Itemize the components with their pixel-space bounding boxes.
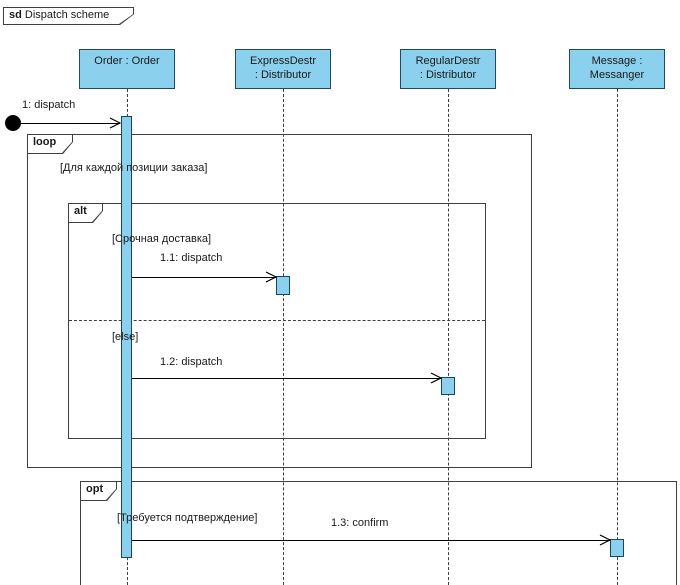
regular-activation-box[interactable] — [441, 377, 455, 395]
alt-operator-label: alt — [74, 205, 87, 217]
message-1-arrowhead-icon — [109, 117, 122, 129]
opt-guard: [Требуется подтверждение] — [117, 512, 258, 524]
fragment-alt[interactable] — [68, 203, 486, 439]
lifeline-label-regular-2: : Distributor — [419, 69, 477, 81]
message-1-2-label: 1.2: dispatch — [160, 356, 223, 368]
regular-lifeline-line[interactable] — [448, 89, 449, 585]
message-1-label: 1: dispatch — [22, 99, 76, 111]
lifeline-label-express-2: : Distributor — [254, 69, 312, 81]
alt-else-separator — [69, 320, 485, 321]
lifeline-label-messanger-1: Message : — [591, 55, 643, 67]
message-1-2-line[interactable] — [132, 378, 441, 379]
alt-guard-else: [else] — [112, 331, 139, 343]
alt-guard-if: [Срочная доставка] — [112, 233, 212, 245]
express-lifeline-line[interactable] — [283, 89, 284, 585]
loop-guard: [Для каждой позиции заказа] — [60, 162, 208, 174]
lifeline-label-order: Order : Order — [94, 55, 160, 67]
frame-label: sd Dispatch scheme — [3, 7, 134, 25]
lifeline-label-regular-1: RegularDestr — [415, 55, 481, 67]
alt-operator[interactable]: alt — [68, 203, 103, 223]
frame-title: sd Dispatch scheme — [9, 9, 109, 21]
message-1-line[interactable] — [21, 123, 120, 124]
frame-keyword: sd — [9, 9, 22, 21]
message-1-1-line[interactable] — [132, 277, 276, 278]
found-message-circle[interactable] — [5, 115, 21, 131]
frame-title-text: Dispatch scheme — [24, 9, 110, 21]
message-1-1-label: 1.1: dispatch — [160, 252, 223, 264]
lifeline-label-express-1: ExpressDestr — [249, 55, 317, 67]
lifeline-label-messanger-2: Messanger — [589, 69, 645, 81]
message-1-3-arrowhead-icon — [599, 534, 612, 546]
opt-operator[interactable]: opt — [80, 481, 117, 501]
messanger-lifeline-line[interactable] — [617, 89, 618, 585]
message-1-2-arrowhead-icon — [430, 372, 443, 384]
opt-operator-label: opt — [86, 483, 104, 495]
messanger-activation-box[interactable] — [610, 539, 624, 557]
loop-operator[interactable]: loop — [27, 134, 73, 154]
loop-operator-label: loop — [33, 136, 57, 148]
message-1-1-arrowhead-icon — [265, 271, 278, 283]
fragment-loop[interactable] — [27, 134, 532, 468]
order-activation-bar[interactable] — [121, 116, 132, 558]
lifeline-head-order[interactable]: Order : Order — [79, 49, 175, 89]
fragment-opt[interactable] — [80, 481, 677, 585]
lifeline-head-messanger[interactable]: Message : Messanger — [569, 49, 665, 89]
message-1-3-label: 1.3: confirm — [331, 517, 389, 529]
lifeline-head-express-destr[interactable]: ExpressDestr : Distributor — [235, 49, 331, 89]
express-activation-box[interactable] — [276, 276, 290, 295]
lifeline-head-regular-destr[interactable]: RegularDestr : Distributor — [400, 49, 496, 89]
message-1-3-line[interactable] — [132, 540, 610, 541]
